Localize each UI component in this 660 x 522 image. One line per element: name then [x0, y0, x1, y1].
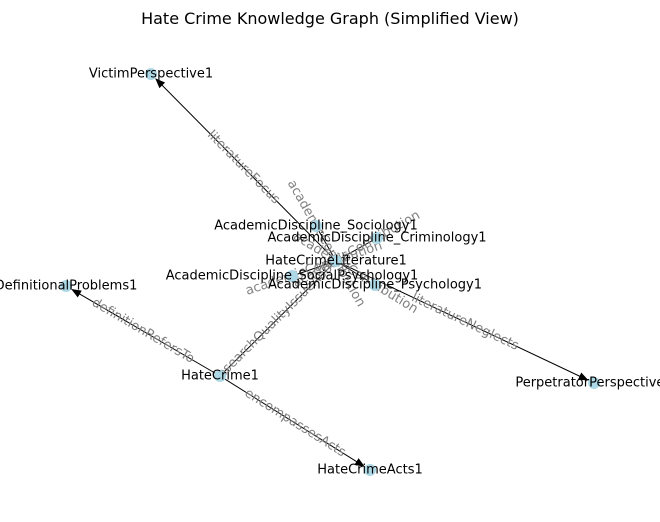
edge-academic-contribution-academic-discipline-psychology1 — [335, 260, 376, 286]
node-perpetrator-perspective1 — [588, 377, 600, 389]
node-label-victim-perspective1: VictimPerspective1 — [89, 67, 213, 82]
nodes-layer — [60, 68, 600, 476]
node-label-academic-discipline-psychology1: AcademicDiscipline_Psychology1 — [268, 278, 482, 293]
node-hate-crime-acts1 — [364, 464, 376, 476]
edge-academic-contribution-academic-discipline-social-psychology1 — [291, 260, 337, 277]
node-academic-discipline-social-psychology1 — [286, 270, 298, 282]
edge-research-quality-issue-about-hate-crime1 — [219, 260, 337, 377]
node-academic-discipline-sociology1 — [310, 220, 322, 232]
node-definitional-problems1 — [60, 280, 72, 292]
node-hate-crime-literature1 — [330, 255, 342, 267]
edge-label-literature-focus: literatureFocus — [204, 128, 283, 208]
node-label-hate-crime1: HateCrime1 — [181, 369, 259, 384]
edge-label-encompasses-acts: encompassesActs — [242, 386, 349, 461]
node-label-hate-crime-literature1: HateCrimeLiterature1 — [265, 254, 406, 269]
edge-label-literature-neglects: literatureNeglects — [409, 290, 521, 354]
node-academic-discipline-psychology1 — [369, 279, 381, 291]
edge-academic-contribution-academic-discipline-criminology1 — [335, 237, 378, 262]
edge-label-definition-refers-to: definitionRefersTo — [89, 295, 197, 367]
node-label-hate-crime-acts1: HateCrimeActs1 — [317, 463, 423, 478]
node-label-academic-discipline-sociology1: AcademicDiscipline_Sociology1 — [214, 219, 418, 234]
node-label-academic-discipline-criminology1: AcademicDiscipline_Criminology1 — [267, 231, 486, 246]
edge-literature-focus-victim-perspective1 — [155, 78, 337, 262]
node-label-definitional-problems1: DefinitionalProblems1 — [0, 279, 137, 294]
edge-definition-refers-to-definitional-problems1 — [71, 289, 221, 377]
edge-labels-layer: literatureFocusliteratureNeglectsacademi… — [89, 128, 521, 461]
node-label-academic-discipline-social-psychology1: AcademicDiscipline_SocialPsychology1 — [166, 269, 419, 284]
node-hate-crime1 — [214, 370, 226, 382]
node-victim-perspective1 — [145, 68, 157, 80]
node-label-perpetrator-perspective1: PerpetratorPerspective1 — [515, 376, 660, 391]
edge-encompasses-acts-hate-crime-acts1 — [219, 375, 365, 467]
node-labels-layer: VictimPerspective1AcademicDiscipline_Soc… — [0, 67, 660, 478]
node-academic-discipline-criminology1 — [371, 232, 383, 244]
graph-title: Hate Crime Knowledge Graph (Simplified V… — [141, 9, 519, 28]
edge-academic-contribution-academic-discipline-sociology1 — [315, 225, 337, 262]
